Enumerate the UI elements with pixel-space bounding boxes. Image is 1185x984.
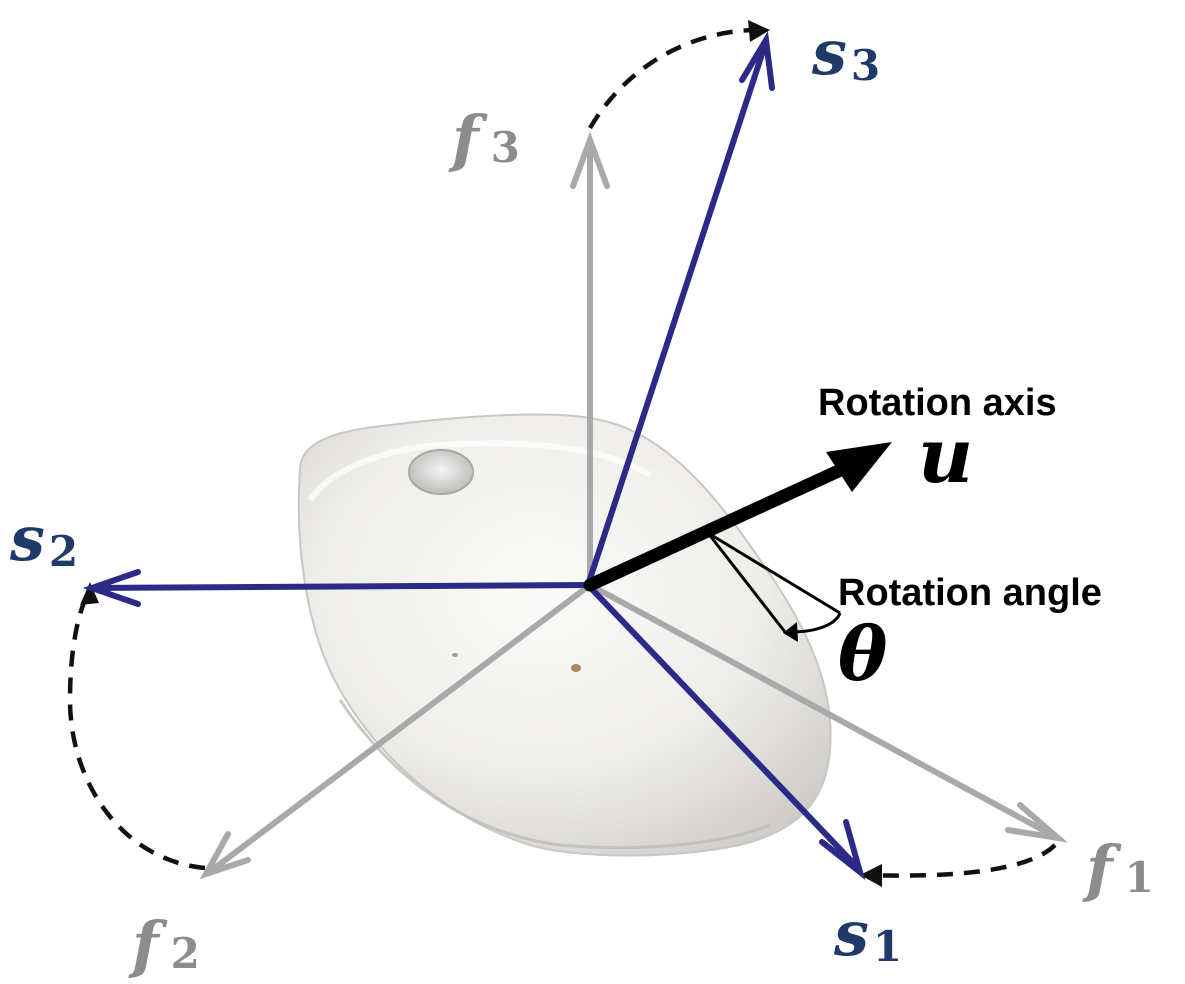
rotation-axis-arrowhead [826,442,892,492]
axis-s3 [585,42,768,588]
axis-f3-head [570,131,610,189]
label-f2-sub: 2 [171,929,200,978]
rotation-axis-label: Rotation axis [818,382,1057,424]
label-s1: s1 [833,897,902,971]
axis-f2-head [199,831,251,880]
rotation-axis-u [583,442,892,592]
sensor-device-icon [297,413,832,857]
label-s3-main: s [811,16,847,89]
label-f3-sub: 3 [491,123,520,172]
axis-s3-head [739,31,775,91]
label-s1-sub: 1 [873,922,902,971]
label-s2-main: s [9,502,45,575]
axis-f1-head [1005,802,1068,843]
arc-arrowheads [80,20,882,887]
sensor-frame-axes [82,31,866,881]
arc-arrowhead-s2 [80,582,99,605]
label-f3-main: f [448,102,488,175]
rotation-arcs [67,27,1057,878]
label-s2: s2 [9,502,78,576]
label-s1-main: s [833,897,869,970]
fixed-frame-axes [199,131,1068,880]
theta-symbol: θ [838,612,888,698]
arc-f3-to-s3 [588,27,766,130]
label-s3: s3 [811,16,880,90]
label-s2-sub: 2 [49,527,78,576]
u-symbol: u [918,411,973,500]
arc-arrowhead-s3 [748,20,770,42]
axis-s2 [92,582,591,591]
label-f1-main: f [1082,832,1122,905]
label-f2-main: f [128,908,168,981]
device-button [408,449,474,495]
rotation-angle-label: Rotation angle [838,572,1102,614]
arc-arrowhead-s1 [860,864,882,887]
arc-f1-to-s1 [864,843,1057,878]
label-f1-sub: 1 [1125,853,1154,902]
arc-f2-to-s2 [67,588,206,871]
rotation-angle-arrowhead [783,622,798,642]
axis-f2 [209,582,593,873]
axis-s1-head [819,819,866,881]
axis-s2-head [82,569,141,607]
axis-f1 [587,582,1055,838]
axis-s1 [585,582,861,871]
label-s3-sub: 3 [851,41,880,90]
